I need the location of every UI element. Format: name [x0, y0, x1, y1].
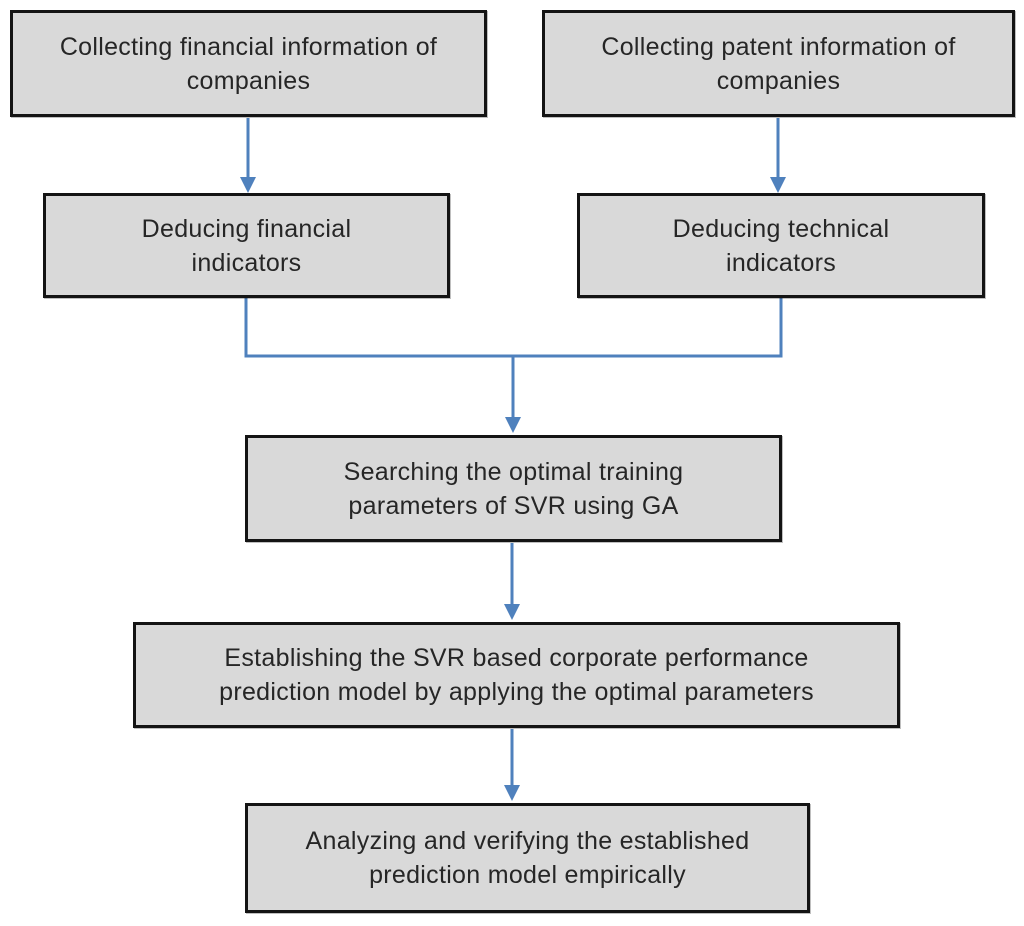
arrow-collect-financial-to-deduce-financial — [240, 118, 256, 193]
arrow-merge-to-search-params — [244, 298, 783, 433]
arrow-establish-model-to-analyze-verify — [504, 729, 520, 801]
flow-node-deduce-financial-indicators: Deducing financial indicators — [43, 193, 450, 298]
flow-node-collect-patent-info: Collecting patent information of compani… — [542, 10, 1015, 117]
flow-node-collect-financial-info: Collecting financial information of comp… — [10, 10, 487, 117]
flow-node-analyze-verify-model: Analyzing and verifying the established … — [245, 803, 810, 913]
arrow-search-params-to-establish-model — [504, 543, 520, 620]
flow-node-search-svr-ga-params: Searching the optimal training parameter… — [245, 435, 782, 542]
flow-node-deduce-technical-indicators: Deducing technical indicators — [577, 193, 985, 298]
arrow-collect-patent-to-deduce-technical — [770, 118, 786, 193]
flow-node-establish-prediction-model: Establishing the SVR based corporate per… — [133, 622, 900, 728]
